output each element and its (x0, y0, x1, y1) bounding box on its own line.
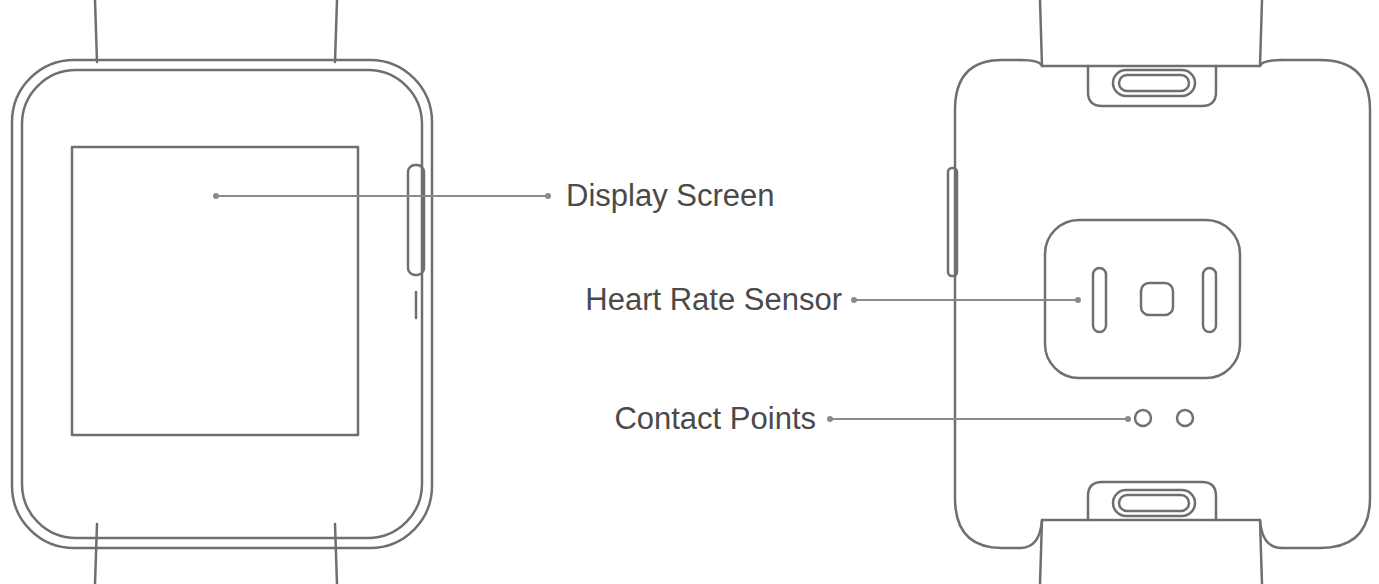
band-slot (1119, 495, 1189, 511)
back-view (948, 0, 1370, 584)
leader-dot (1125, 416, 1131, 422)
side-seam (415, 292, 418, 318)
part-label: Display Screen (566, 178, 774, 214)
sensor-led (1093, 268, 1106, 332)
band-edge (95, 524, 97, 584)
band-edge (335, 524, 337, 584)
leader-line (216, 195, 548, 197)
band-lug (1020, 60, 1282, 66)
band-edge (95, 0, 97, 62)
sensor-led (1203, 268, 1216, 332)
band-connector (1088, 66, 1216, 106)
leader-dot (213, 193, 219, 199)
band-slot (1119, 75, 1189, 91)
leader-dot (545, 193, 551, 199)
leader-dot (1075, 297, 1081, 303)
band-edge (1040, 0, 1042, 66)
band-edge (335, 0, 337, 62)
part-label: Contact Points (614, 401, 816, 437)
contact-point (1135, 410, 1151, 426)
crown-button (408, 165, 424, 275)
side-button (948, 168, 957, 276)
band-edge (1260, 0, 1262, 66)
sensor-photodiode (1141, 283, 1173, 315)
watch-bezel (22, 70, 422, 538)
leader-dot (851, 297, 857, 303)
leader-dots (213, 193, 1131, 422)
band-slot (1113, 70, 1195, 96)
band-connector (1088, 482, 1216, 520)
part-label: Heart Rate Sensor (585, 282, 842, 318)
watch-body (955, 60, 1370, 548)
leader-dot (827, 416, 833, 422)
leader-line (830, 418, 1128, 420)
watch-body (12, 60, 432, 548)
front-view (12, 0, 432, 584)
band-slot (1113, 490, 1195, 516)
leader-lines (216, 196, 1128, 419)
display-screen (72, 147, 358, 435)
contact-point (1177, 410, 1193, 426)
band-lug (1020, 520, 1282, 548)
leader-line (854, 299, 1078, 301)
